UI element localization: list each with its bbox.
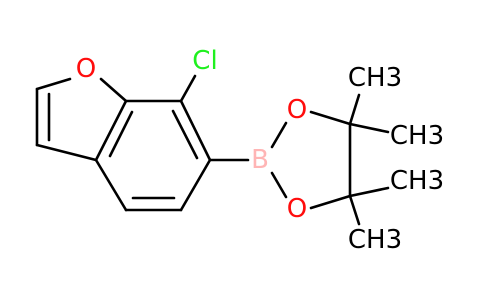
bond-c-top-methyl-top-right bbox=[348, 93, 361, 126]
bond-c3-c3a bbox=[35, 143, 98, 162]
methyl-bottom-label: CH3 bbox=[348, 225, 402, 255]
bond-c5-c6 bbox=[179, 158, 212, 212]
bond-o-bottom-c-bottom bbox=[309, 194, 352, 210]
atom-labels: O Cl B O O CH3 CH3 CH3 CH3 bbox=[76, 46, 444, 255]
methyl-lower-right-label: CH3 bbox=[390, 166, 444, 196]
bond-c7a-c3a-double bbox=[108, 110, 134, 158]
methyl-upper-right-text: CH3 bbox=[390, 121, 444, 151]
bond-c3a-c4 bbox=[94, 158, 128, 212]
boron-label: B bbox=[251, 145, 269, 175]
bond-c3a-c7a bbox=[94, 99, 128, 162]
bond-c-top-methyl-upper-right bbox=[348, 122, 390, 134]
bond-b-o-top bbox=[270, 121, 288, 149]
bond-c6-c7-double bbox=[171, 109, 199, 160]
chlorine-label: Cl bbox=[192, 46, 217, 76]
methyl-upper-right-label: CH3 bbox=[390, 121, 444, 151]
methyl-top-right-text: CH3 bbox=[348, 63, 402, 93]
methyl-top-right-label: CH3 bbox=[348, 63, 402, 93]
bond-c7-cl bbox=[179, 74, 197, 103]
methyl-lower-right-text: CH3 bbox=[390, 166, 444, 196]
furan-oxygen-label: O bbox=[76, 54, 96, 84]
methyl-bottom-text: CH3 bbox=[348, 225, 402, 255]
dioxaborolane-oxygen-bottom-label: O bbox=[287, 194, 307, 224]
bond-o-top-c-top bbox=[309, 110, 352, 126]
bond-o1-c2 bbox=[35, 77, 72, 91]
bond-lines bbox=[35, 74, 390, 226]
bond-c7a-o1 bbox=[99, 77, 128, 103]
dioxaborolane-oxygen-top-label: O bbox=[287, 95, 307, 125]
bond-b-o-bottom bbox=[270, 171, 288, 199]
bond-c-bottom-methyl-lower-right bbox=[348, 186, 390, 198]
bond-c6-c7 bbox=[179, 99, 212, 162]
bond-c-bottom-methyl-bottom bbox=[348, 194, 361, 226]
